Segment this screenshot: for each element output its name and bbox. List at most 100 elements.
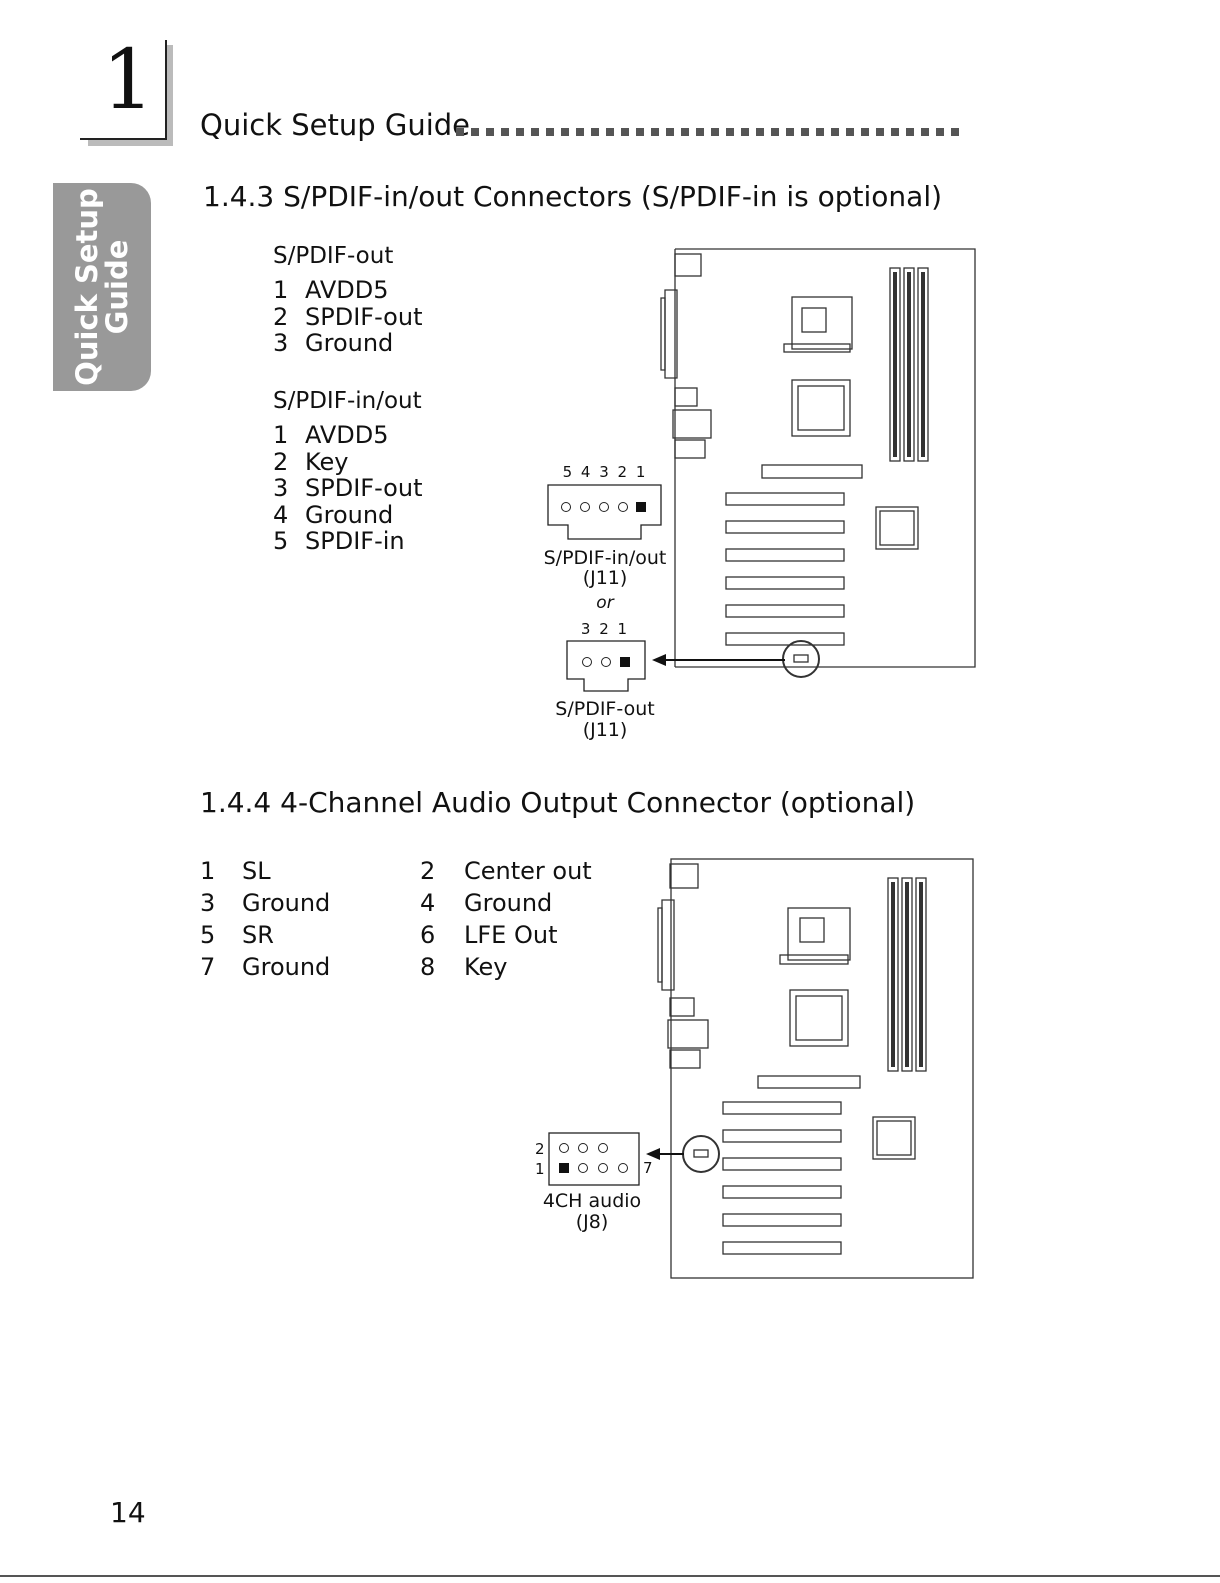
- chapter-number: 1: [102, 33, 155, 128]
- header-dot: [501, 128, 509, 136]
- spdif-inout-heading: S/PDIF-in/out: [273, 388, 422, 414]
- header-dot: [846, 128, 854, 136]
- pin-name: Ground: [242, 889, 331, 917]
- header-5pin: [547, 484, 662, 540]
- header-dot: [726, 128, 734, 136]
- header-dot: [696, 128, 704, 136]
- header-dot: [876, 128, 884, 136]
- arrow-head-1: [652, 654, 666, 666]
- label-spdif-inout-id: (J11): [582, 567, 628, 589]
- header-dot: [531, 128, 539, 136]
- header-dot: [516, 128, 524, 136]
- header-3pin-pin1: [620, 657, 630, 667]
- header-dot: [681, 128, 689, 136]
- board-outline-2: [657, 858, 974, 1279]
- pin-number: 4: [420, 889, 436, 917]
- header-dot: [906, 128, 914, 136]
- section-title-4ch: 1.4.4 4-Channel Audio Output Connector (…: [200, 786, 916, 819]
- pin-name: Key: [464, 953, 508, 981]
- pin-numbers-3: 3 2 1: [580, 620, 630, 638]
- pin-number: 5: [273, 527, 289, 555]
- pin-label-1: 1: [535, 1160, 545, 1178]
- header-dot: [816, 128, 824, 136]
- pin-number: 6: [420, 921, 436, 949]
- pin-name: AVDD5: [305, 421, 389, 449]
- pin-name: SPDIF-in: [305, 527, 405, 555]
- pin-name: Ground: [242, 953, 331, 981]
- header-dot: [591, 128, 599, 136]
- pin-number: 1: [273, 276, 289, 304]
- pin-name: Center out: [464, 857, 592, 885]
- label-spdif-out: S/PDIF-out: [555, 698, 655, 720]
- header-dot: [576, 128, 584, 136]
- pin-name: SPDIF-out: [305, 474, 423, 502]
- header-dot: [711, 128, 719, 136]
- header-4ch-pins: [559, 1143, 628, 1173]
- header-dot: [951, 128, 959, 136]
- pin-name: SR: [242, 921, 274, 949]
- header-dot: [561, 128, 569, 136]
- header-dot: [456, 128, 464, 136]
- header-dot: [771, 128, 779, 136]
- chapter-box-line: [165, 40, 167, 140]
- header-dot: [651, 128, 659, 136]
- pin-row: 3 SPDIF-out: [273, 475, 422, 502]
- section-title-spdif: 1.4.3 S/PDIF-in/out Connectors (S/PDIF-i…: [203, 180, 943, 213]
- pin-name: Ground: [305, 329, 394, 357]
- page-header-title: Quick Setup Guide: [200, 108, 471, 142]
- pin-name: Ground: [305, 500, 394, 529]
- pin-number: 4: [273, 500, 289, 529]
- pin-row: 5 SPDIF-in: [273, 528, 422, 555]
- pin-number: 3: [200, 889, 216, 917]
- pin-numbers-5: 5 4 3 2 1: [562, 463, 648, 481]
- header-dot: [606, 128, 614, 136]
- header-dot: [861, 128, 869, 136]
- arrow-head-2: [646, 1148, 660, 1160]
- pin-number: 3: [273, 474, 289, 502]
- header-dot: [471, 128, 479, 136]
- board-outline-1: [660, 248, 976, 678]
- pin-name: SL: [242, 857, 271, 885]
- header-dot: [801, 128, 809, 136]
- pin-label-2: 2: [535, 1140, 545, 1158]
- dimm-hatching-1: [893, 272, 925, 457]
- header-dot: [741, 128, 749, 136]
- header-5pin-pin1: [636, 502, 646, 512]
- pin-number: 1: [200, 857, 216, 885]
- header-dot: [636, 128, 644, 136]
- header-4ch: [548, 1132, 640, 1186]
- pin-number: 8: [420, 953, 436, 981]
- header-dot: [891, 128, 899, 136]
- header-dot-rule: [456, 128, 959, 136]
- pin-name: Ground: [464, 889, 553, 917]
- header-dot: [831, 128, 839, 136]
- chapter-box-shadow: [167, 45, 173, 145]
- pin-number: 7: [200, 953, 216, 981]
- header-dot: [756, 128, 764, 136]
- pin-name: SPDIF-out: [305, 302, 423, 331]
- header-dot: [486, 128, 494, 136]
- label-or: or: [596, 593, 614, 613]
- header-dot: [621, 128, 629, 136]
- pin-number: 2: [273, 302, 289, 331]
- pin-label-7: 7: [643, 1159, 653, 1177]
- header-5pin-pins: [561, 502, 628, 512]
- header-4ch-pin1: [559, 1163, 569, 1173]
- pin-number: 5: [200, 921, 216, 949]
- dimm-hatching-2: [891, 882, 923, 1067]
- pin-number: 2: [273, 447, 289, 476]
- label-spdif-out-id: (J11): [582, 719, 628, 741]
- page-number: 14: [110, 1496, 146, 1529]
- header-dot: [546, 128, 554, 136]
- pin-number: 1: [273, 421, 289, 449]
- pin-row: 2 SPDIF-out: [273, 302, 423, 331]
- pin-row: 1 AVDD5: [273, 277, 422, 304]
- pin-name: AVDD5: [305, 276, 389, 304]
- chapter-box-shadow-bottom: [88, 140, 173, 146]
